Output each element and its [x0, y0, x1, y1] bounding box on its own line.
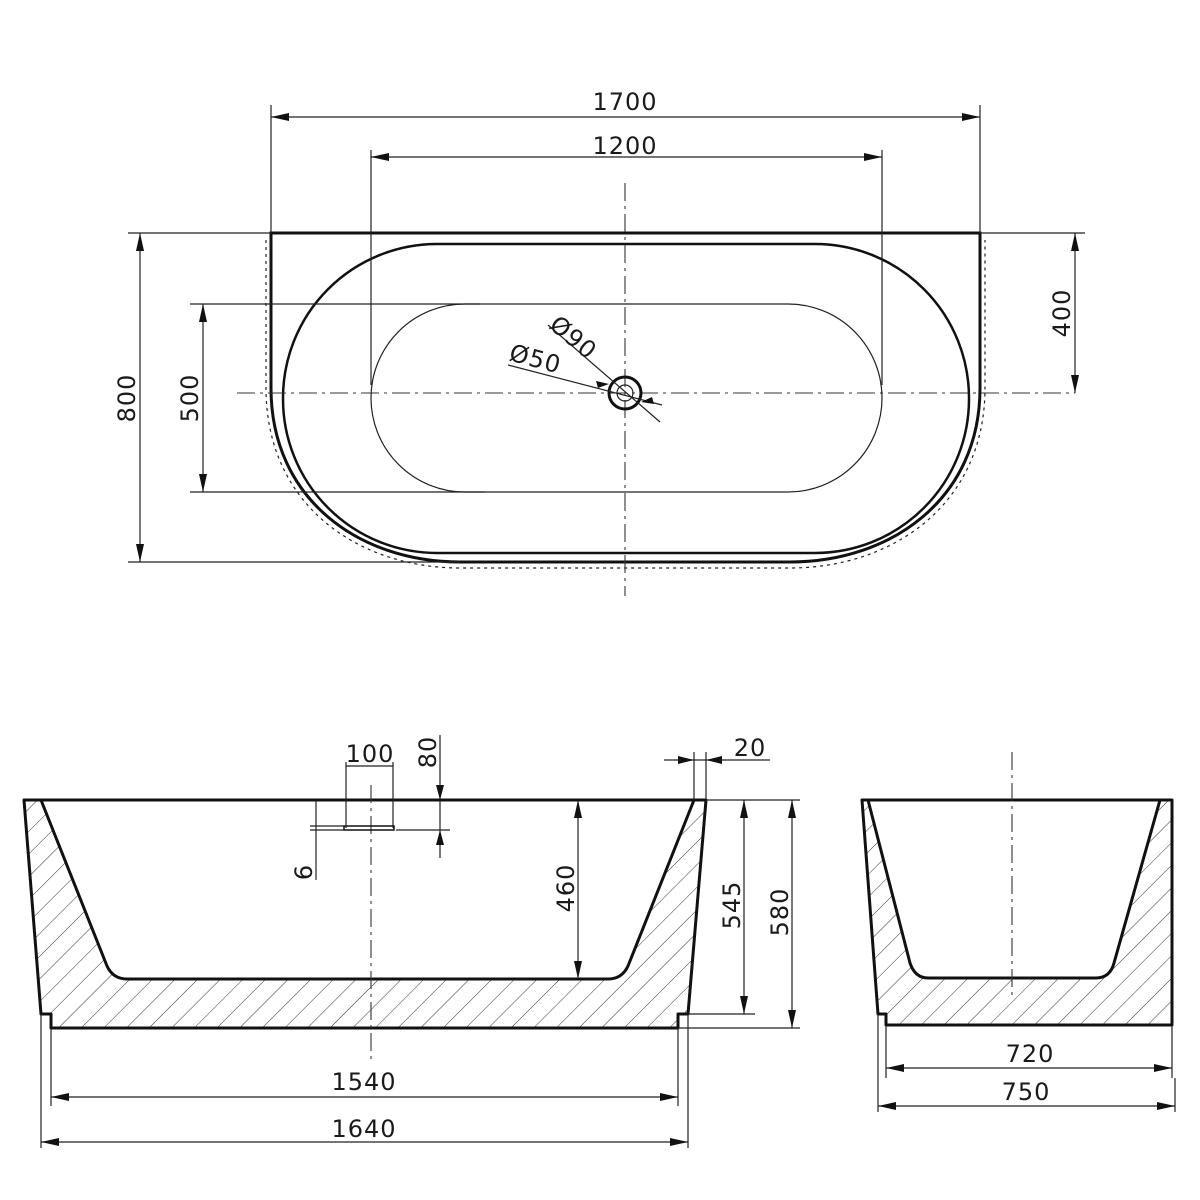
dim-80-arrow-bottom: [436, 830, 444, 845]
side-section-body: [22, 798, 708, 1030]
dim-6-label: 6: [290, 864, 318, 880]
dim-720-label: 720: [1006, 1040, 1055, 1068]
drain-arrow-1: [596, 381, 609, 388]
dim-20-label: 20: [734, 734, 767, 762]
dim-1540-arrow-right: [660, 1093, 678, 1101]
end-section-view: 720 750: [860, 752, 1176, 1112]
drain-inner-dia-label: Ø50: [506, 339, 564, 380]
dim-750-label: 750: [1002, 1078, 1051, 1106]
dim-1640-arrow-left: [41, 1138, 59, 1146]
dim-750-arrow-left: [878, 1102, 896, 1110]
dim-800-label: 800: [113, 374, 141, 423]
dim-1700-arrow-right: [962, 113, 980, 121]
dim-500-arrow-bottom: [199, 474, 207, 492]
dim-545-arrow-top: [740, 800, 748, 818]
plan-basin-rim: [281, 242, 971, 555]
dim-545-label: 545: [718, 881, 746, 930]
dim-500-label: 500: [176, 374, 204, 423]
dim-1700-arrow-left: [271, 113, 289, 121]
dim-1700-label: 1700: [592, 88, 657, 116]
plan-basin-floor: [370, 303, 883, 493]
plan-view: Ø90 Ø50 1700 1200 800 500: [113, 88, 1085, 596]
dim-460-arrow-top: [574, 800, 582, 818]
dim-1540-arrow-left: [51, 1093, 69, 1101]
drain-outer-circle: [607, 375, 643, 411]
dim-100-label: 100: [346, 740, 395, 768]
dim-580-arrow-bottom: [788, 1010, 796, 1028]
dim-1200-label: 1200: [592, 132, 657, 160]
dim-580-label: 580: [766, 888, 794, 937]
dim-80-arrow-top: [436, 785, 444, 800]
dim-1640-arrow-right: [670, 1138, 688, 1146]
dim-20-arrow-right: [706, 756, 722, 764]
dim-20-arrow-left: [678, 756, 694, 764]
drain-arrow-2: [641, 397, 654, 404]
dim-500-arrow-top: [199, 304, 207, 322]
dim-400-arrow-top: [1071, 233, 1079, 251]
dim-1640-label: 1640: [331, 1115, 396, 1143]
dim-800-arrow-top: [136, 233, 144, 251]
dim-720-arrow-left: [886, 1064, 904, 1072]
drain-outer-dia-leader: [547, 324, 661, 423]
drain-inner-dia-leader: [507, 364, 663, 406]
plan-outer-outline: [269, 231, 982, 564]
dim-400-arrow-bottom: [1071, 375, 1079, 393]
dim-1200-arrow-left: [371, 153, 389, 161]
dim-1540-label: 1540: [331, 1068, 396, 1096]
dim-580-arrow-top: [788, 800, 796, 818]
dim-545-arrow-bottom: [740, 996, 748, 1014]
dim-80-label: 80: [414, 736, 442, 769]
side-section-view: 100 80 6 20 460 545: [22, 734, 800, 1148]
dim-460-label: 460: [552, 864, 580, 913]
dim-720-arrow-right: [1154, 1064, 1172, 1072]
dim-400-label: 400: [1048, 289, 1076, 338]
dim-460-arrow-bottom: [574, 961, 582, 979]
end-section-body: [860, 798, 1174, 1027]
overflow-plate: [343, 825, 395, 831]
dim-800-arrow-bottom: [136, 544, 144, 562]
dim-1200-arrow-right: [864, 153, 882, 161]
dim-750-arrow-right: [1157, 1102, 1175, 1110]
